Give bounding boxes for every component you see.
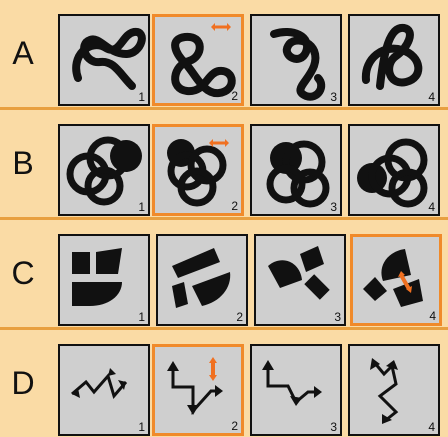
row-label: C: [0, 220, 46, 327]
block-shapes-icon: [256, 236, 344, 324]
option-number: 1: [138, 311, 145, 323]
option-a2[interactable]: 2: [152, 14, 244, 106]
option-number: 4: [429, 310, 436, 322]
row-label: B: [0, 110, 46, 217]
zigzag-arrows-icon: [252, 346, 340, 434]
option-number: 3: [330, 421, 337, 433]
interlocked-rings-icon: [350, 126, 438, 214]
option-b2[interactable]: 2: [152, 124, 244, 216]
block-shapes-icon: [60, 236, 148, 324]
row-b: B 1 2: [0, 110, 448, 217]
option-number: 4: [428, 421, 435, 433]
option-b4[interactable]: 4: [348, 124, 440, 216]
option-a1[interactable]: 1: [58, 14, 150, 106]
option-number: 4: [428, 91, 435, 103]
option-d4[interactable]: 4: [348, 344, 440, 436]
curled-loop-icon: [350, 16, 438, 104]
option-a3[interactable]: 3: [250, 14, 342, 106]
option-c4[interactable]: 4: [350, 234, 442, 326]
row-d: D 1 2: [0, 330, 448, 437]
option-c3[interactable]: 3: [254, 234, 346, 326]
figure-eight-icon: [155, 17, 241, 103]
row-label: A: [0, 0, 46, 107]
option-number: 1: [138, 421, 145, 433]
zigzag-arrows-icon: [60, 346, 148, 434]
option-number: 3: [334, 311, 341, 323]
row-a: A 1 2 3 4: [0, 0, 448, 107]
option-number: 2: [231, 200, 238, 212]
zigzag-arrows-icon: [350, 346, 438, 434]
block-shapes-icon: [158, 236, 246, 324]
option-number: 3: [330, 91, 337, 103]
option-a4[interactable]: 4: [348, 14, 440, 106]
option-b3[interactable]: 3: [250, 124, 342, 216]
interlocked-rings-icon: [155, 127, 241, 213]
option-c1[interactable]: 1: [58, 234, 150, 326]
zigzag-arrows-icon: [155, 347, 241, 433]
option-number: 2: [231, 420, 238, 432]
block-shapes-icon: [353, 237, 439, 323]
option-b1[interactable]: 1: [58, 124, 150, 216]
interlocked-rings-icon: [252, 126, 340, 214]
knot-loop-icon: [60, 16, 148, 104]
option-number: 1: [138, 201, 145, 213]
option-d2[interactable]: 2: [152, 344, 244, 436]
option-number: 2: [231, 90, 238, 102]
twisted-loop-icon: [252, 16, 340, 104]
row-label: D: [0, 330, 46, 437]
option-number: 2: [236, 311, 243, 323]
option-c2[interactable]: 2: [156, 234, 248, 326]
row-c: C 1 2 3: [0, 220, 448, 327]
option-number: 1: [138, 91, 145, 103]
option-number: 3: [330, 201, 337, 213]
option-d1[interactable]: 1: [58, 344, 150, 436]
option-number: 4: [428, 201, 435, 213]
interlocked-rings-icon: [60, 126, 148, 214]
option-d3[interactable]: 3: [250, 344, 342, 436]
